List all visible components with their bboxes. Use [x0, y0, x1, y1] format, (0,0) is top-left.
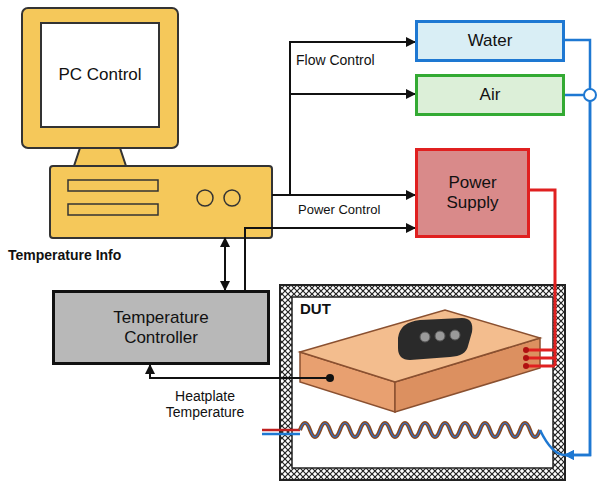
computer: PC Control [10, 8, 272, 238]
terminal [523, 363, 529, 369]
signal-arrow [224, 238, 226, 290]
case-button [224, 190, 240, 206]
signal-label: Temperature Info [8, 247, 121, 263]
coil-tube [300, 423, 540, 437]
signal-arrow [272, 94, 415, 195]
dut-enclosure: DUT [280, 285, 565, 480]
sensor-dot [326, 374, 334, 382]
signal-label: Heatplate Temperature [155, 388, 255, 420]
signal-arrow [150, 365, 280, 378]
monitor-body [22, 8, 178, 148]
power-wires [526, 285, 555, 366]
flow-box: Air [415, 74, 565, 116]
node-label: Water [468, 31, 513, 51]
node-label: Temperature Controller [96, 308, 226, 348]
signal-label: Power Control [298, 202, 380, 218]
sensor-lead [280, 377, 330, 379]
drive-slot [68, 180, 158, 191]
mixing-valve [584, 89, 596, 101]
drive-slot [68, 204, 158, 215]
node-label: Power Supply [433, 173, 513, 213]
computer-case [50, 166, 272, 238]
node-label: DUT [300, 299, 331, 319]
node-label: PC Control [58, 65, 141, 85]
signal-arrow [272, 42, 415, 195]
signal-label: Flow Control [296, 52, 376, 68]
controller-box: Temperature Controller [52, 290, 270, 365]
coolant-line [565, 95, 590, 455]
node-label: Air [480, 85, 501, 105]
signal-arrow [245, 228, 415, 290]
heatplate-top [300, 310, 540, 382]
flow-box: Water [415, 20, 565, 62]
inlet-wire [262, 429, 300, 432]
device-pin [420, 332, 430, 342]
terminal [523, 355, 529, 361]
power-box: Power Supply [415, 148, 530, 238]
device-pin [435, 331, 445, 341]
terminal [523, 347, 529, 353]
monitor-stand [74, 148, 126, 166]
signal-arrow [272, 194, 415, 196]
device-pin [450, 330, 460, 340]
power-cable [530, 190, 555, 285]
coil-tube [300, 423, 540, 437]
insulated-enclosure [280, 285, 565, 480]
case-button [197, 190, 213, 206]
monitor-screen: PC Control [40, 22, 160, 128]
cooling-coil [300, 423, 540, 437]
inlet-wire [262, 433, 300, 436]
coolant-tube [540, 430, 565, 455]
coolant-line [565, 40, 590, 455]
device-package [398, 318, 472, 360]
enclosure-interior [292, 297, 553, 468]
